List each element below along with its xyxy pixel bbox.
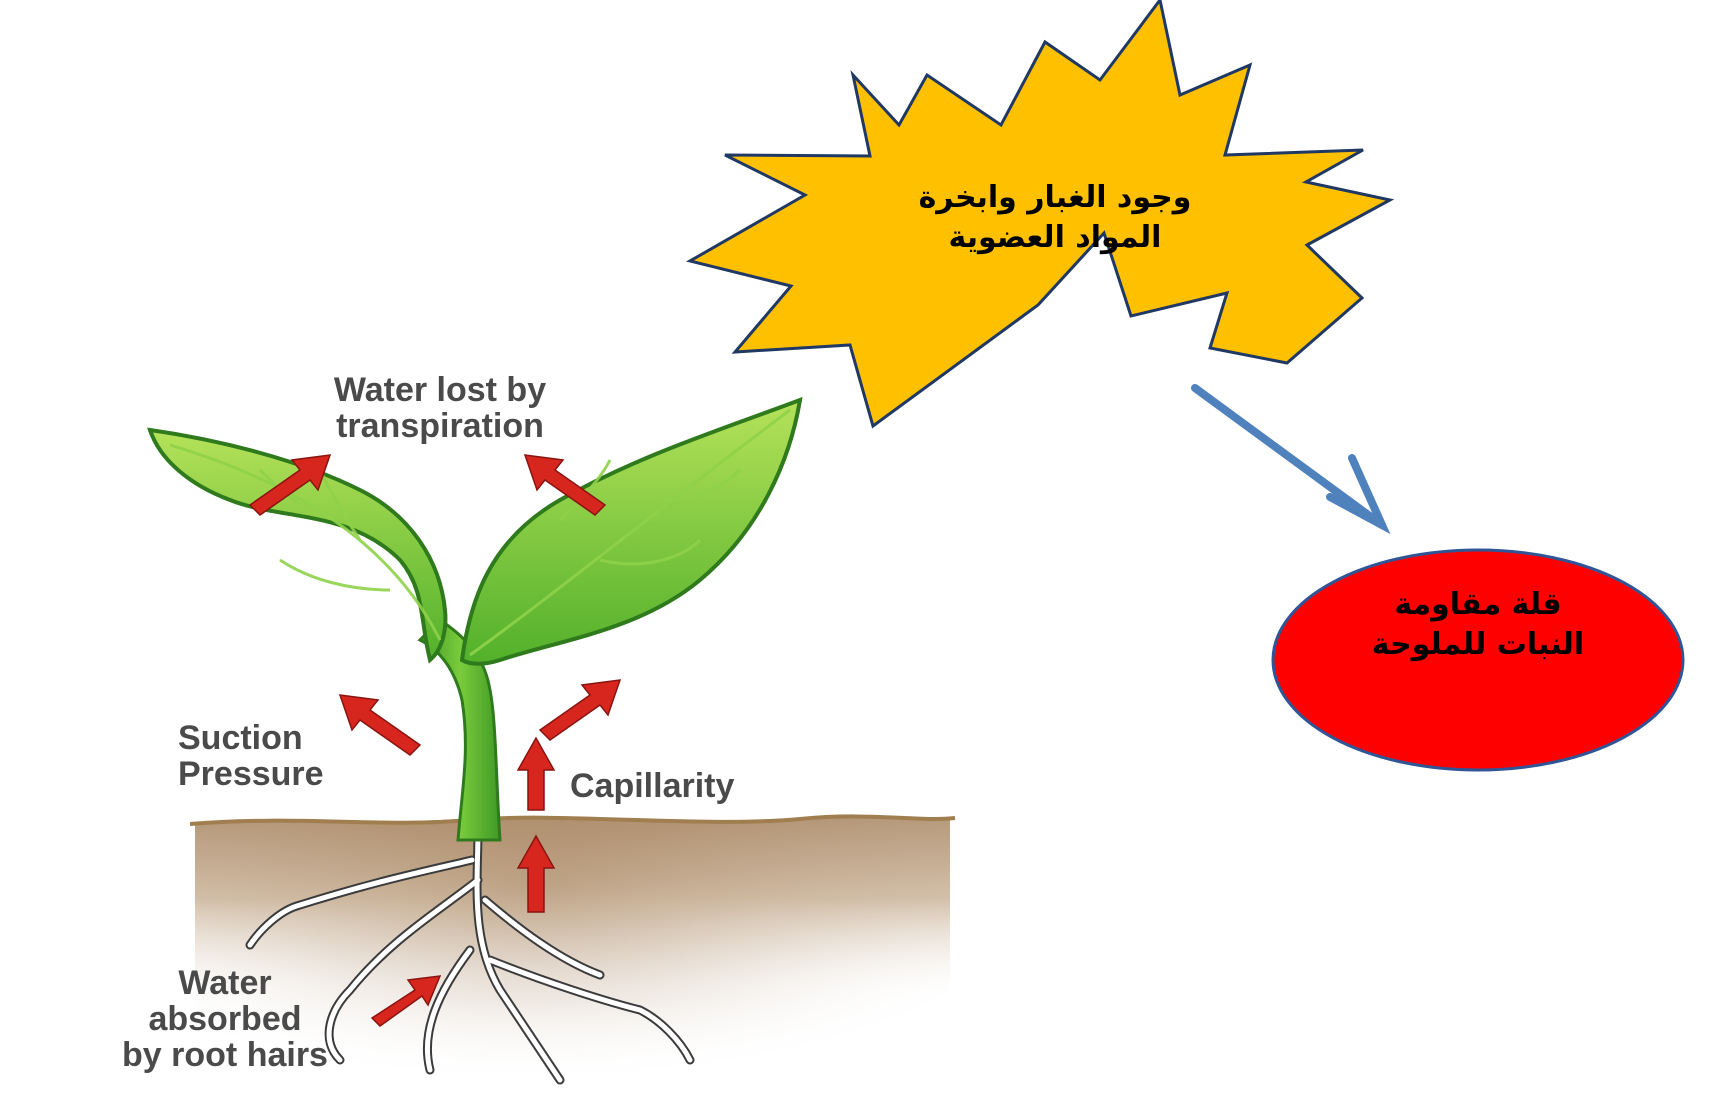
suction-line2: Pressure — [178, 756, 398, 792]
ellipse-text: قلة مقاومة النبات للملوحة — [1300, 585, 1656, 665]
suction-pressure-label: Suction Pressure — [178, 720, 398, 792]
connector-arrow — [1195, 388, 1382, 525]
transpiration-line2: transpiration — [280, 408, 600, 444]
ellipse-line2: النبات للملوحة — [1300, 625, 1656, 665]
water-absorbed-label: Water absorbed by root hairs — [60, 965, 390, 1073]
ellipse-line1: قلة مقاومة — [1300, 585, 1656, 625]
starburst-line1: وجود الغبار وابخرة — [860, 178, 1250, 218]
starburst-line2: المواد العضوية — [860, 218, 1250, 258]
transpiration-label: Water lost by transpiration — [280, 372, 600, 444]
absorbed-line2: absorbed — [60, 1001, 390, 1037]
absorbed-line3: by root hairs — [60, 1037, 390, 1073]
arrow-icon — [540, 680, 620, 740]
starburst-text: وجود الغبار وابخرة المواد العضوية — [860, 178, 1250, 258]
suction-line1: Suction — [178, 720, 398, 756]
arrow-icon — [518, 738, 554, 810]
capillarity-label: Capillarity — [570, 768, 734, 804]
absorbed-line1: Water — [60, 965, 390, 1001]
transpiration-line1: Water lost by — [280, 372, 600, 408]
